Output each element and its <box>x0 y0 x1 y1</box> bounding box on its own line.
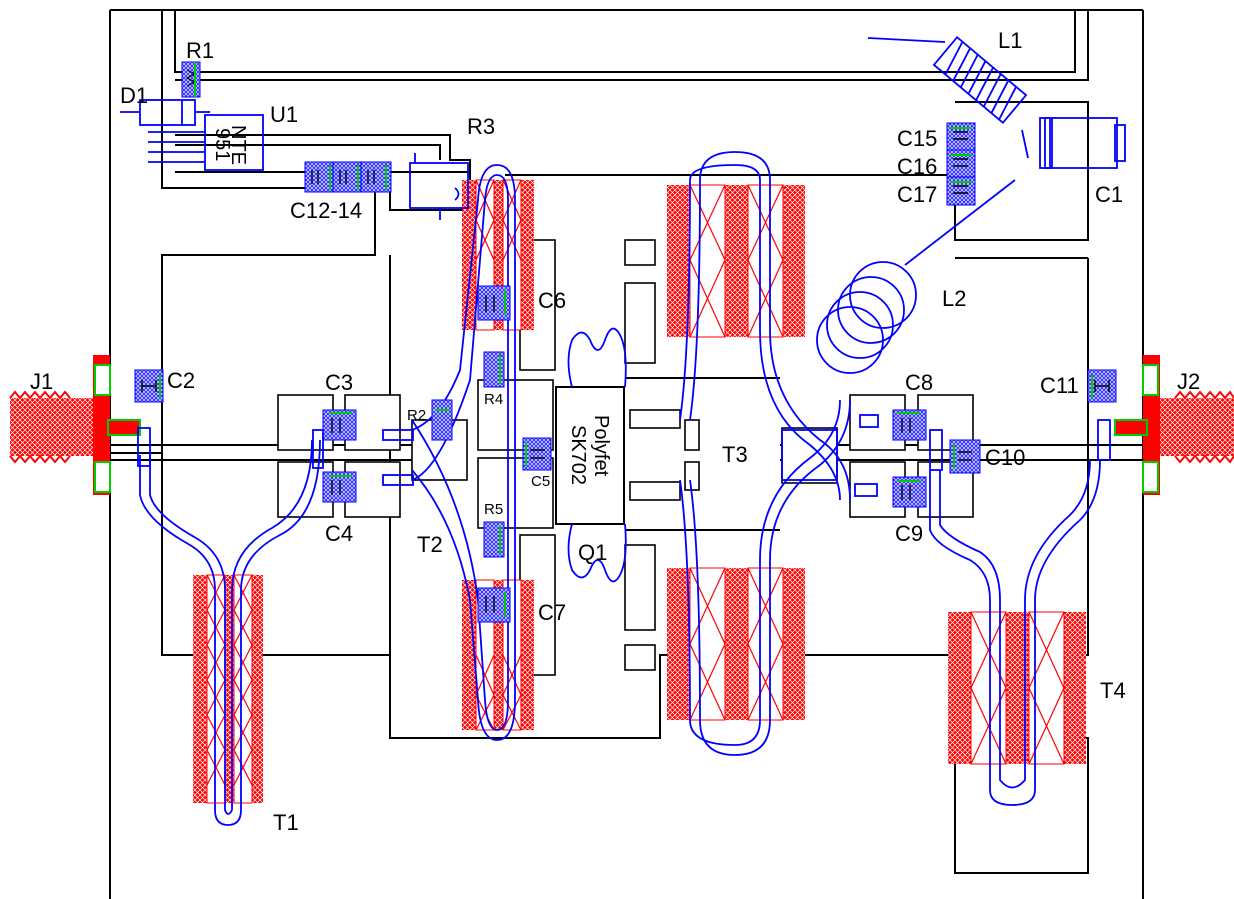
r3-resistor <box>409 153 469 220</box>
l2-inductor <box>816 179 1016 374</box>
d1-diode <box>120 99 210 126</box>
label-c5: C5 <box>531 473 550 490</box>
label-c8: C8 <box>905 370 933 395</box>
u1-part-line2: 951 <box>211 128 233 161</box>
label-r1: R1 <box>186 38 214 63</box>
u1-part-line1: NTE <box>227 125 249 165</box>
t2-winding <box>411 164 516 741</box>
j2-connector <box>1114 355 1234 495</box>
j1-connector <box>9 355 141 495</box>
label-t3: T3 <box>722 442 748 467</box>
label-l2: L2 <box>942 286 966 311</box>
label-c17: C17 <box>897 182 937 207</box>
t1-ferrite <box>193 574 263 804</box>
label-u1: U1 <box>270 102 298 127</box>
label-r2: R2 <box>407 407 426 424</box>
label-c11: C11 <box>1040 373 1079 398</box>
t3-winding <box>679 151 851 756</box>
reference-labels: R1 D1 U1 R3 C12-14 L1 C15 C16 C17 C1 L2 … <box>30 28 1200 835</box>
label-t4: T4 <box>1100 678 1126 703</box>
t1-winding <box>139 439 321 826</box>
matching-pads <box>277 239 974 676</box>
label-c12-14: C12-14 <box>290 198 362 223</box>
q1-part-line1: Polyfet <box>590 415 612 477</box>
c1-capacitor <box>1039 117 1126 169</box>
label-c16: C16 <box>897 154 937 179</box>
label-t1: T1 <box>273 810 299 835</box>
label-c2: C2 <box>167 368 195 393</box>
label-c6: C6 <box>538 288 566 313</box>
chip-components <box>134 61 1117 623</box>
q1-part-line2: SK702 <box>567 425 589 485</box>
label-c3: C3 <box>325 370 353 395</box>
label-c7: C7 <box>538 600 566 625</box>
label-c10: C10 <box>985 445 1025 470</box>
label-q1: Q1 <box>578 540 607 565</box>
label-c15: C15 <box>897 126 937 151</box>
label-d1: D1 <box>120 83 148 108</box>
label-r5: R5 <box>484 501 503 518</box>
label-t2: T2 <box>417 532 443 557</box>
coax-stubs <box>137 414 1111 497</box>
label-j2: J2 <box>1177 369 1200 394</box>
t4-winding <box>929 459 1101 806</box>
label-r3: R3 <box>467 114 495 139</box>
t4-ferrite <box>948 611 1086 765</box>
q1-transistor: Polyfet SK702 <box>555 327 627 583</box>
l1-inductor <box>867 36 1029 159</box>
q1-leads <box>629 409 700 501</box>
label-l1: L1 <box>998 28 1022 53</box>
label-c4: C4 <box>325 521 353 546</box>
label-c1: C1 <box>1095 182 1123 207</box>
label-j1: J1 <box>30 369 53 394</box>
label-c9: C9 <box>895 521 923 546</box>
u1-regulator: NTE 951 <box>148 114 264 171</box>
label-r4: R4 <box>484 391 503 408</box>
